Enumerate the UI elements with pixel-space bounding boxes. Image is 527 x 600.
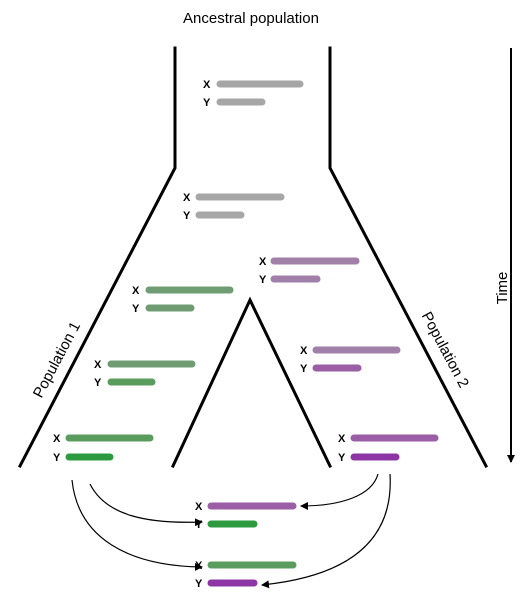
- hybrid-pair-1: X Y: [195, 501, 297, 531]
- chromosome-pair-pop2-1: X Y: [259, 256, 360, 286]
- time-axis: Time: [494, 48, 515, 463]
- tree-inner-fork: [171, 296, 333, 469]
- chromosome-pair-pop2-3: X Y: [338, 433, 439, 464]
- y-chromosome-label: Y: [94, 377, 102, 389]
- hybrid-pair-2: X Y: [195, 560, 297, 590]
- y-chromosome-label: Y: [183, 210, 191, 222]
- arrow-pop1-x-to-hybrid-2: [71, 479, 203, 571]
- chromosome-pair-ancestral-1: X Y: [203, 79, 304, 109]
- time-label: Time: [494, 272, 511, 305]
- x-chromosome-label: X: [195, 501, 203, 513]
- y-chromosome-label: Y: [259, 274, 267, 286]
- arrow-pop2-y-to-hybrid-2: [261, 473, 391, 589]
- x-chromosome-label: X: [203, 79, 211, 91]
- tree-right-edge: [328, 46, 489, 469]
- x-chromosome-label: X: [338, 433, 346, 445]
- x-chromosome-label: X: [300, 345, 308, 357]
- chromosome-pair-pop2-2: X Y: [300, 345, 401, 375]
- y-chromosome-label: Y: [195, 578, 203, 590]
- arrow-pop1-y-to-hybrid-1: [89, 483, 203, 527]
- y-chromosome-label: Y: [300, 363, 308, 375]
- x-chromosome-label: X: [259, 256, 267, 268]
- chromosome-pair-pop1-3: X Y: [53, 433, 154, 464]
- diagram-title: Ancestral population: [183, 10, 319, 27]
- x-chromosome-label: X: [183, 192, 191, 204]
- chromosome-pair-pop1-1: X Y: [132, 285, 234, 315]
- crossing-arrows: [71, 473, 391, 589]
- y-chromosome-label: Y: [195, 519, 203, 531]
- x-chromosome-label: X: [94, 359, 102, 371]
- y-chromosome-label: Y: [53, 452, 61, 464]
- population-tree-outline: [17, 46, 489, 469]
- y-chromosome-label: Y: [338, 452, 346, 464]
- x-chromosome-label: X: [195, 560, 203, 572]
- chromosome-pair-ancestral-2: X Y: [183, 192, 285, 222]
- chromosome-pair-pop1-2: X Y: [94, 359, 196, 389]
- tree-left-edge: [17, 46, 177, 469]
- y-chromosome-label: Y: [203, 97, 211, 109]
- x-chromosome-label: X: [53, 433, 61, 445]
- arrow-pop2-x-to-hybrid-1: [300, 473, 379, 510]
- x-chromosome-label: X: [132, 285, 140, 297]
- y-chromosome-label: Y: [132, 303, 140, 315]
